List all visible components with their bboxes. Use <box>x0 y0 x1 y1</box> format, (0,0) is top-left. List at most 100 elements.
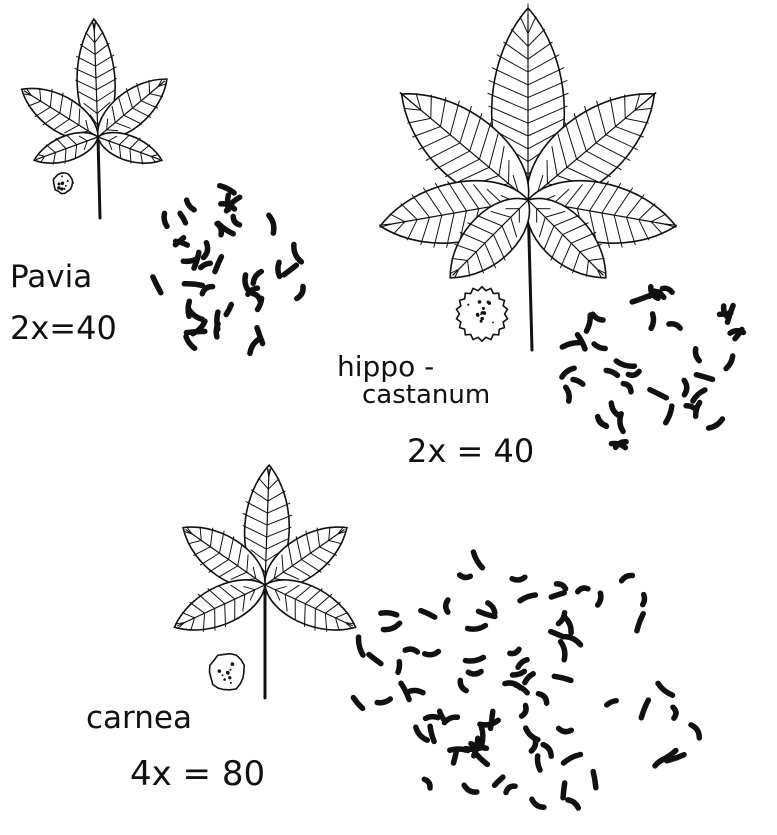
pavia-fruit <box>53 173 73 194</box>
carnea-chromosome <box>398 662 399 673</box>
pavia-chromosome-count: 2x=40 <box>10 312 117 344</box>
hippocastanum-chromosome <box>696 375 712 380</box>
pavia-chromosome <box>194 252 199 268</box>
pavia-chromosome <box>250 339 260 354</box>
hippocastanum-chromosome <box>593 314 603 320</box>
carnea-chromosome <box>426 717 438 719</box>
carnea-chromosome <box>526 728 538 740</box>
carnea-chromosome <box>637 614 643 631</box>
carnea-chromosome <box>658 683 673 695</box>
carnea-chromosome <box>473 552 482 568</box>
hippocastanum-chromosome <box>573 380 583 385</box>
carnea-chromosome <box>565 617 571 633</box>
hippocastanum-chromosome <box>620 414 623 432</box>
carnea-chromosome <box>465 657 483 661</box>
carnea-chromosome <box>405 649 417 652</box>
pavia-chromosome <box>187 200 195 210</box>
carnea-chromosome <box>673 707 676 718</box>
hippocastanum-chromosome <box>666 406 672 423</box>
carnea-chromosome <box>538 756 540 770</box>
hippocastanum-chromosome <box>693 390 705 401</box>
pavia-chromosome <box>220 186 234 193</box>
carnea-chromosome <box>518 660 527 668</box>
carnea-chromosome <box>532 799 544 807</box>
pavia-chromosome <box>217 312 218 329</box>
carnea-chromosome <box>564 755 581 764</box>
carnea-chromosome <box>643 595 645 605</box>
hippocastanum-name-label-line2: castanum <box>362 382 490 408</box>
pavia-chromosome <box>278 262 280 276</box>
pavia-chromosome <box>188 301 189 316</box>
pavia-chromosome <box>180 213 185 223</box>
carnea-name-label: carnea <box>86 703 192 734</box>
carnea-chromosome <box>416 727 428 740</box>
hippocastanum-chromosome <box>663 288 673 292</box>
carnea-leaf <box>165 464 364 698</box>
pavia-chromosome <box>294 245 302 262</box>
carnea-chromosome-spread <box>353 552 699 808</box>
carnea-chromosome <box>538 694 546 704</box>
carnea-chromosome <box>353 698 362 709</box>
pavia-chromosome <box>217 224 221 235</box>
carnea-chromosome <box>513 671 525 675</box>
hippocastanum-chromosome <box>632 296 649 302</box>
carnea-chromosome <box>424 779 430 788</box>
carnea-chromosome <box>551 632 564 637</box>
pavia-chromosome <box>153 277 161 293</box>
carnea-chromosome <box>381 613 397 615</box>
carnea-chromosome <box>476 753 488 764</box>
pavia-chromosome <box>186 337 195 349</box>
carnea-chromosome <box>425 652 439 655</box>
pavia-chromosome <box>164 213 167 226</box>
pavia-chromosome <box>226 305 231 315</box>
carnea-chromosome <box>421 611 435 618</box>
carnea-chromosome <box>561 642 565 660</box>
carnea-chromosome <box>468 626 486 630</box>
carnea-chromosome <box>495 777 503 785</box>
hippocastanum-chromosome <box>696 403 700 417</box>
carnea-chromosome <box>446 600 448 612</box>
carnea-chromosome-count: 4x = 80 <box>130 757 265 791</box>
carnea-chromosome <box>383 623 399 629</box>
carnea-chromosome <box>525 674 533 683</box>
carnea-chromosome <box>460 680 466 690</box>
carnea-chromosome <box>377 699 390 703</box>
carnea-chromosome <box>568 800 579 808</box>
pavia-chromosome <box>269 215 274 233</box>
carnea-chromosome <box>554 676 571 680</box>
hippocastanum-chromosome-count: 2x = 40 <box>407 435 534 467</box>
hippocastanum-chromosome <box>650 390 666 398</box>
pavia-leaf <box>12 18 180 218</box>
pavia-chromosome <box>215 257 221 272</box>
carnea-chromosome <box>410 690 423 692</box>
carnea-chromosome <box>522 705 526 716</box>
carnea-chromosome <box>488 603 495 613</box>
carnea-chromosome <box>641 700 648 718</box>
carnea-chromosome <box>565 637 581 645</box>
carnea-chromosome <box>691 725 699 738</box>
pavia-chromosome <box>253 272 261 284</box>
carnea-chromosome <box>369 655 381 664</box>
hippocastanum-name-label-line1: hippo - <box>337 353 434 381</box>
carnea-chromosome <box>563 783 565 798</box>
hippocastanum-fruit <box>457 287 508 341</box>
carnea-chromosome <box>466 747 484 749</box>
pavia-chromosome-spread <box>153 186 303 354</box>
carnea-chromosome <box>557 584 566 589</box>
carnea-chromosome <box>460 575 471 577</box>
carnea-chromosome <box>512 577 525 580</box>
carnea-chromosome <box>464 785 477 792</box>
carnea-chromosome <box>607 701 616 705</box>
pavia-name-label: Pavia <box>10 262 92 293</box>
hippocastanum-chromosome-spread <box>562 287 744 448</box>
carnea-chromosome <box>481 727 482 745</box>
hippocastanum-chromosome <box>623 384 631 392</box>
hippocastanum-chromosome <box>726 356 733 369</box>
pavia-chromosome <box>184 284 202 286</box>
hippocastanum-chromosome <box>562 343 579 347</box>
hippocastanum-chromosome <box>606 371 617 376</box>
hippocastanum-chromosome <box>651 314 653 329</box>
hippocastanum-chromosome <box>669 324 680 328</box>
hippocastanum-chromosome <box>566 387 569 401</box>
carnea-chromosome <box>559 613 565 624</box>
